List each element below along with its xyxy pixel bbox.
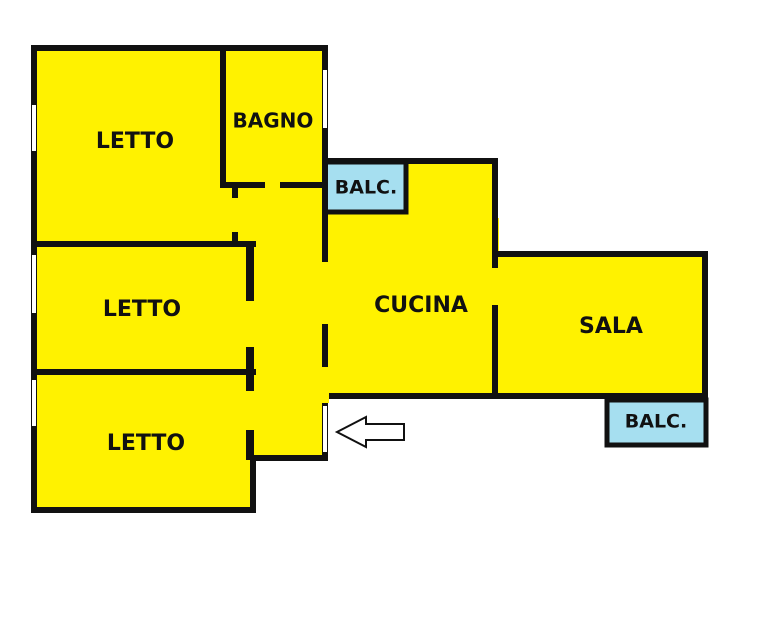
wall [31, 369, 256, 375]
room-label-letto-1: LETTO [96, 129, 174, 154]
wall [495, 251, 708, 257]
room-area-cucina [325, 218, 499, 396]
wall [246, 241, 254, 301]
room-area-main [34, 48, 325, 510]
wall [31, 507, 256, 513]
wall [250, 455, 328, 461]
window [32, 255, 36, 313]
window [323, 70, 327, 128]
arrow-left-icon [334, 415, 405, 449]
wall [232, 232, 238, 242]
wall [325, 158, 498, 164]
room-label-balcone-1: BALC. [335, 177, 397, 199]
room-fills [34, 48, 704, 510]
wall [246, 347, 254, 391]
wall [492, 305, 498, 396]
room-label-cucina: CUCINA [374, 293, 468, 318]
room-area-sala [499, 254, 704, 396]
room-label-sala: SALA [579, 314, 643, 339]
wall [702, 251, 708, 399]
balcony-2 [604, 397, 709, 448]
windows [32, 70, 327, 452]
wall-opening [321, 367, 329, 403]
window [32, 380, 36, 426]
wall [220, 45, 226, 185]
room-label-balcone-2: BALC. [625, 411, 687, 433]
wall [232, 188, 238, 198]
wall [322, 393, 708, 399]
room-label-bagno: BAGNO [233, 109, 314, 133]
room-label-letto-3: LETTO [107, 431, 185, 456]
entrance-arrow-shape [334, 415, 405, 449]
wall [220, 182, 265, 188]
room-label-letto-2: LETTO [103, 297, 181, 322]
wall [322, 45, 328, 461]
wall [31, 241, 256, 247]
wall [250, 455, 256, 513]
wall [280, 182, 328, 188]
wall [31, 45, 328, 51]
room-area-corridor-cut [252, 458, 325, 510]
window [323, 406, 327, 452]
room-labels: LETTO BAGNO LETTO LETTO CUCINA SALA BALC… [96, 109, 687, 457]
wall [492, 158, 498, 268]
wall-opening [321, 262, 329, 324]
wall [246, 430, 254, 460]
window [32, 105, 36, 151]
